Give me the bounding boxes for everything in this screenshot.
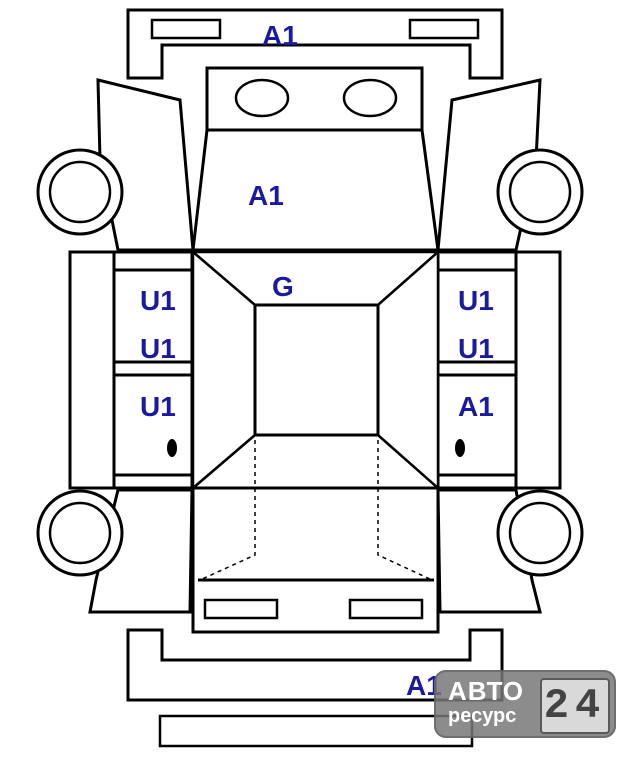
left-door-handle-icon — [167, 439, 177, 457]
taillight-left-icon — [203, 598, 279, 620]
front-bumper-label: A1 — [262, 20, 298, 51]
watermark-number: 24 — [543, 682, 607, 730]
hood[interactable] — [191, 66, 440, 252]
front-left-fender[interactable] — [96, 78, 195, 252]
right-door-handle-icon — [455, 439, 465, 457]
roof[interactable] — [253, 303, 380, 437]
front-left-wheel-icon — [36, 148, 124, 236]
cabin — [189, 249, 442, 491]
front-right-wheel-icon — [496, 148, 584, 236]
watermark-logo: АВТО ресурс 24 — [434, 670, 616, 738]
taillight-right-icon — [348, 598, 424, 620]
headlight-left-icon — [234, 78, 290, 118]
headlight-right-icon — [342, 78, 398, 118]
left-front-door-lower-label: U1 — [140, 333, 176, 364]
rear-right-wheel-icon — [496, 489, 584, 577]
rear-left-wheel-icon — [36, 489, 124, 577]
hood-label: A1 — [248, 180, 284, 211]
right-front-door-lower-label: U1 — [458, 333, 494, 364]
watermark-line2: ресурс — [448, 705, 517, 727]
watermark-number-box: 24 — [540, 678, 610, 734]
left-rear-door-label: U1 — [140, 391, 176, 422]
front-bumper[interactable] — [126, 8, 504, 80]
watermark-line1: АВТО — [448, 676, 525, 706]
trunk[interactable] — [191, 440, 440, 634]
right-side[interactable] — [436, 250, 562, 490]
right-front-door-upper-label: U1 — [458, 285, 494, 316]
roof-label: G — [272, 271, 294, 302]
left-front-door-upper-label: U1 — [140, 285, 176, 316]
right-rear-door-label: A1 — [458, 391, 494, 422]
